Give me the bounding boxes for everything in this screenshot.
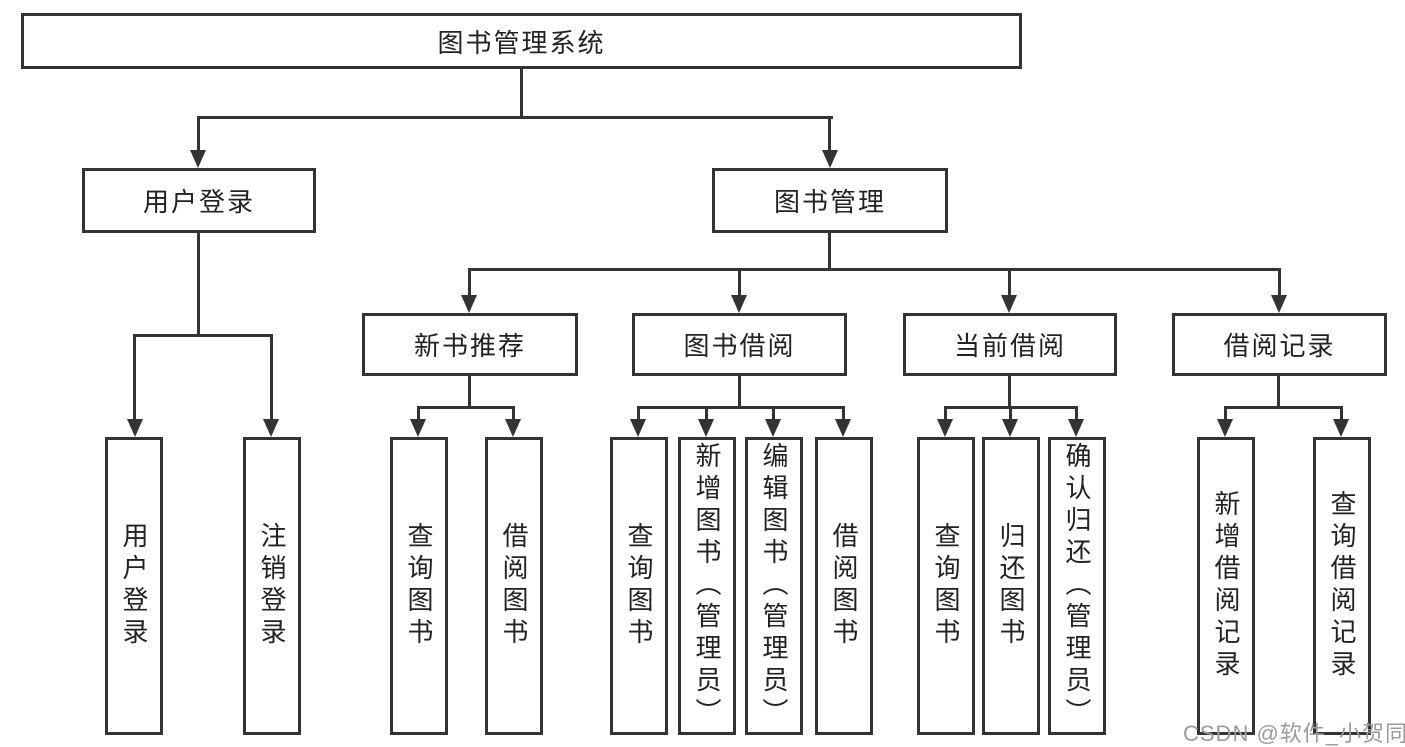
- node-current-borrowing: 当前借阅: [903, 313, 1117, 376]
- arrow-down-icon: [822, 150, 838, 168]
- leaf-user-login: 用户登录: [105, 437, 163, 735]
- connector-drop: [197, 116, 200, 152]
- connector-records-branch: [1224, 406, 1343, 409]
- connector-root-stem: [520, 69, 523, 119]
- node-label: 借阅图书: [499, 522, 529, 650]
- leaf-records-query-record: 查询借阅记录: [1313, 437, 1371, 735]
- node-label: 注销登录: [257, 522, 287, 650]
- connector-drop: [705, 406, 708, 419]
- leaf-borrowing-add-books-admin: 新增图书（管理员）: [678, 437, 736, 735]
- node-label: 当前借阅: [953, 331, 1066, 361]
- leaf-current-return-books: 归还图书: [982, 437, 1040, 735]
- arrow-down-icon: [1002, 419, 1018, 437]
- node-label: 图书管理: [773, 187, 886, 217]
- connector-drop: [738, 268, 741, 295]
- node-label: 图书管理系统: [437, 27, 606, 58]
- node-label: 查询图书: [931, 522, 961, 650]
- connector-userlogin-stem: [197, 233, 200, 337]
- connector-drop: [512, 406, 515, 419]
- connector-drop: [828, 116, 831, 152]
- node-label: 新增借阅记录: [1211, 490, 1241, 682]
- node-label: 用户登录: [119, 522, 149, 650]
- node-book-management: 图书管理: [712, 168, 948, 233]
- node-user-login: 用户登录: [82, 168, 316, 233]
- leaf-records-add-record: 新增借阅记录: [1197, 437, 1255, 735]
- connector-drop: [133, 334, 136, 419]
- arrow-down-icon: [127, 419, 143, 437]
- connector-bookmgmt-branch: [468, 268, 1281, 271]
- connector-userlogin-branch: [133, 334, 273, 337]
- connector-drop: [637, 406, 640, 419]
- arrow-down-icon: [765, 419, 781, 437]
- arrow-down-icon: [937, 419, 953, 437]
- node-label: 查询图书: [624, 522, 654, 650]
- node-label: 查询图书: [404, 522, 434, 650]
- node-book-management-system: 图书管理系统: [21, 13, 1022, 69]
- leaf-borrowing-borrow-books: 借阅图书: [815, 437, 873, 735]
- connector-newbook-branch: [417, 406, 515, 409]
- connector-borrowing-stem: [738, 376, 741, 409]
- connector-newbook-stem: [468, 376, 471, 409]
- leaf-newbook-query-books: 查询图书: [390, 437, 448, 735]
- connector-drop: [842, 406, 845, 419]
- arrow-down-icon: [1068, 419, 1084, 437]
- arrow-down-icon: [835, 419, 851, 437]
- node-label: 查询借阅记录: [1327, 490, 1357, 682]
- leaf-borrowing-query-books: 查询图书: [610, 437, 668, 735]
- arrow-down-icon: [698, 419, 714, 437]
- node-label: 新增图书（管理员）: [692, 442, 722, 730]
- arrow-down-icon: [731, 295, 747, 313]
- connector-bookmgmt-stem: [828, 233, 831, 271]
- connector-drop: [417, 406, 420, 419]
- arrow-down-icon: [1001, 295, 1017, 313]
- connector-drop: [270, 334, 273, 419]
- arrow-down-icon: [1217, 419, 1233, 437]
- connector-drop: [1008, 268, 1011, 295]
- leaf-current-query-books: 查询图书: [917, 437, 975, 735]
- arrow-down-icon: [190, 150, 206, 168]
- connector-drop: [1009, 406, 1012, 419]
- connector-drop: [1224, 406, 1227, 419]
- arrow-down-icon: [1333, 419, 1349, 437]
- node-borrowing-records: 借阅记录: [1172, 313, 1387, 376]
- connector-drop: [944, 406, 947, 419]
- node-label: 新书推荐: [413, 331, 526, 361]
- node-label: 确认归还（管理员）: [1062, 442, 1092, 730]
- connector-records-stem: [1277, 376, 1280, 409]
- connector-drop: [1075, 406, 1078, 419]
- leaf-current-confirm-return-admin: 确认归还（管理员）: [1048, 437, 1106, 735]
- leaf-borrowing-edit-books-admin: 编辑图书（管理员）: [745, 437, 803, 735]
- leaf-logout: 注销登录: [243, 437, 301, 735]
- connector-drop: [772, 406, 775, 419]
- arrow-down-icon: [461, 295, 477, 313]
- node-label: 编辑图书（管理员）: [759, 442, 789, 730]
- arrow-down-icon: [630, 419, 646, 437]
- node-label: 用户登录: [142, 187, 255, 217]
- connector-drop: [468, 268, 471, 295]
- arrow-down-icon: [410, 419, 426, 437]
- node-book-borrowing: 图书借阅: [632, 313, 847, 376]
- arrow-down-icon: [505, 419, 521, 437]
- connector-current-stem: [1008, 376, 1011, 409]
- node-label: 借阅图书: [829, 522, 859, 650]
- connector-drop: [1278, 268, 1281, 295]
- node-label: 借阅记录: [1223, 331, 1336, 361]
- connector-borrowing-branch: [637, 406, 845, 409]
- connector-root-branch: [197, 116, 833, 119]
- arrow-down-icon: [1271, 295, 1287, 313]
- connector-drop: [1340, 406, 1343, 419]
- leaf-newbook-borrow-books: 借阅图书: [485, 437, 543, 735]
- watermark: CSDN @软件_小贺同学: [1183, 721, 1405, 746]
- arrow-down-icon: [263, 419, 279, 437]
- node-label: 图书借阅: [683, 331, 796, 361]
- node-new-book-recommend: 新书推荐: [362, 313, 578, 376]
- node-label: 归还图书: [996, 522, 1026, 650]
